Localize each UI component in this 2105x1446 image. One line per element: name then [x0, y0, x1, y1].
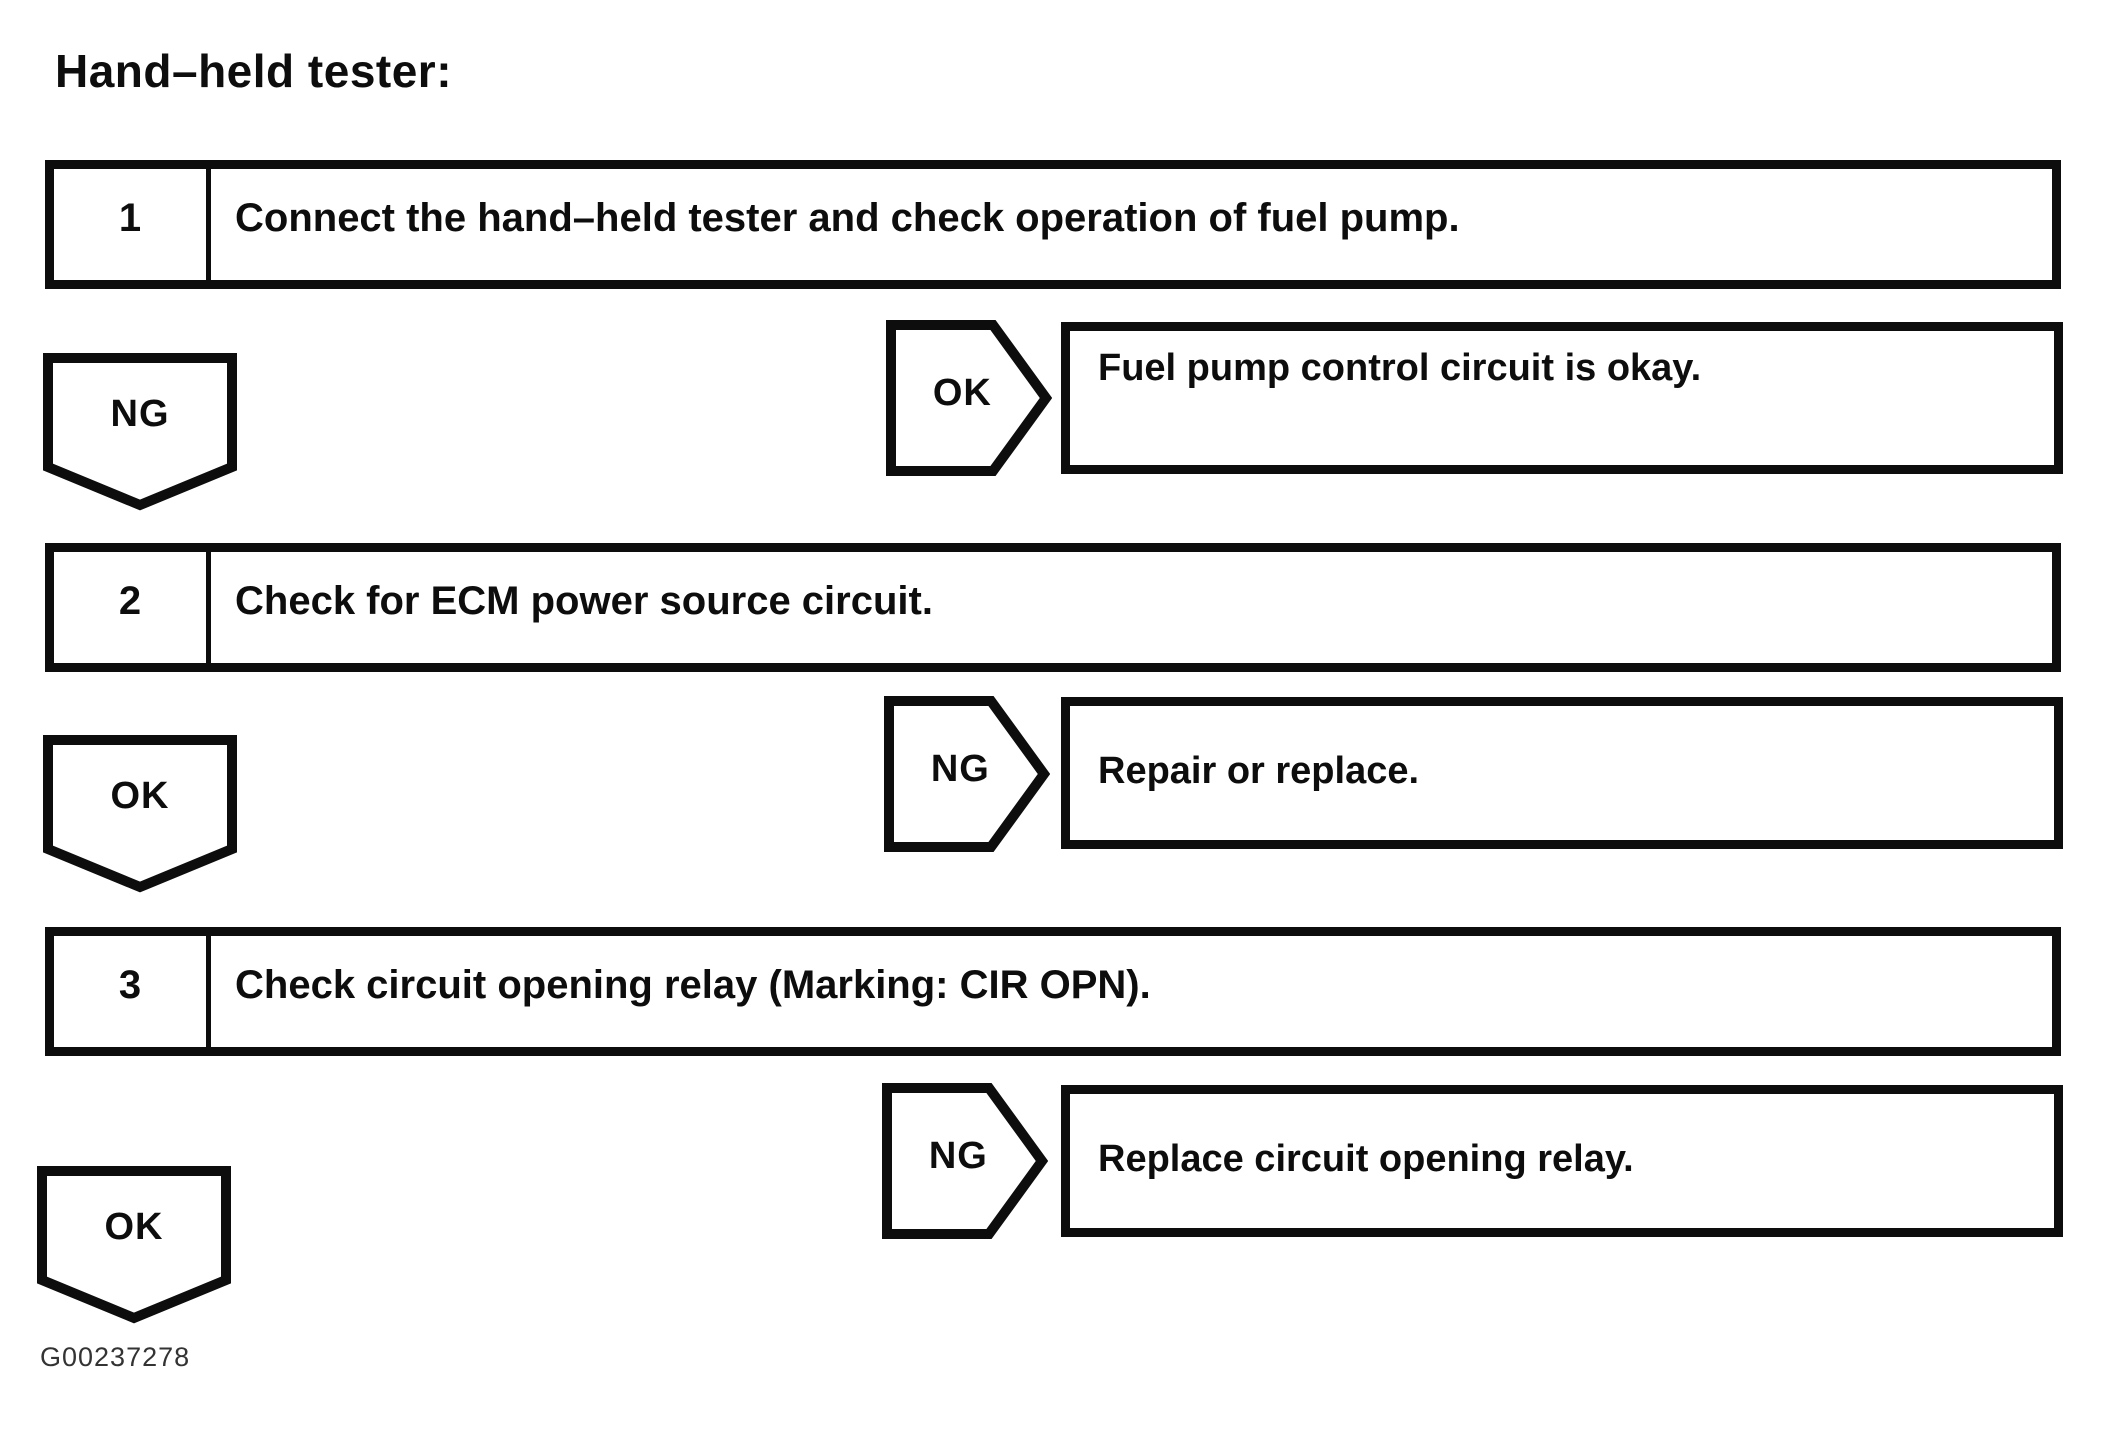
down-arrow-icon: [37, 1166, 231, 1324]
branch-side-step1: OK: [886, 320, 1052, 476]
figure-code: G00237278: [40, 1342, 191, 1372]
branch-side-step2: NG: [884, 696, 1050, 852]
branch-side-step3: NG: [882, 1083, 1048, 1239]
step-box-1: 1 Connect the hand–held tester and check…: [45, 160, 2061, 289]
result-box-step2: Repair or replace.: [1061, 697, 2063, 849]
step-number: 3: [118, 963, 142, 1007]
right-arrow-icon: [884, 696, 1050, 852]
step-number: 2: [118, 579, 142, 623]
right-arrow-icon: [882, 1083, 1048, 1239]
result-text: Repair or replace.: [1098, 749, 1420, 792]
down-arrow-icon: [43, 353, 237, 511]
branch-label: OK: [932, 371, 992, 414]
step-box-3: 3 Check circuit opening relay (Marking: …: [45, 927, 2061, 1056]
step-number: 1: [118, 196, 142, 240]
step-instruction: Check for ECM power source circuit.: [235, 579, 933, 623]
result-box-step3: Replace circuit opening relay.: [1061, 1085, 2063, 1237]
step-box-2: 2 Check for ECM power source circuit.: [45, 543, 2061, 672]
branch-down-step3: OK: [37, 1166, 231, 1324]
branch-label: NG: [930, 747, 990, 790]
branch-label: NG: [928, 1134, 988, 1177]
result-text: Fuel pump control circuit is okay.: [1098, 347, 1702, 389]
step-number-cell: 3: [54, 936, 211, 1047]
branch-label: OK: [104, 1206, 164, 1249]
right-arrow-icon: [886, 320, 1052, 476]
result-text: Replace circuit opening relay.: [1098, 1137, 1634, 1180]
step-number-cell: 1: [54, 169, 211, 280]
branch-label: NG: [110, 393, 170, 436]
down-arrow-icon: [43, 735, 237, 893]
branch-down-step2: OK: [43, 735, 237, 893]
step-instruction: Connect the hand–held tester and check o…: [235, 196, 1460, 240]
branch-label: OK: [110, 775, 170, 818]
branch-down-step1: NG: [43, 353, 237, 511]
page-title: Hand–held tester:: [55, 45, 453, 97]
step-instruction: Check circuit opening relay (Marking: CI…: [235, 963, 1151, 1007]
step-number-cell: 2: [54, 552, 211, 663]
result-box-step1: Fuel pump control circuit is okay.: [1061, 322, 2063, 474]
